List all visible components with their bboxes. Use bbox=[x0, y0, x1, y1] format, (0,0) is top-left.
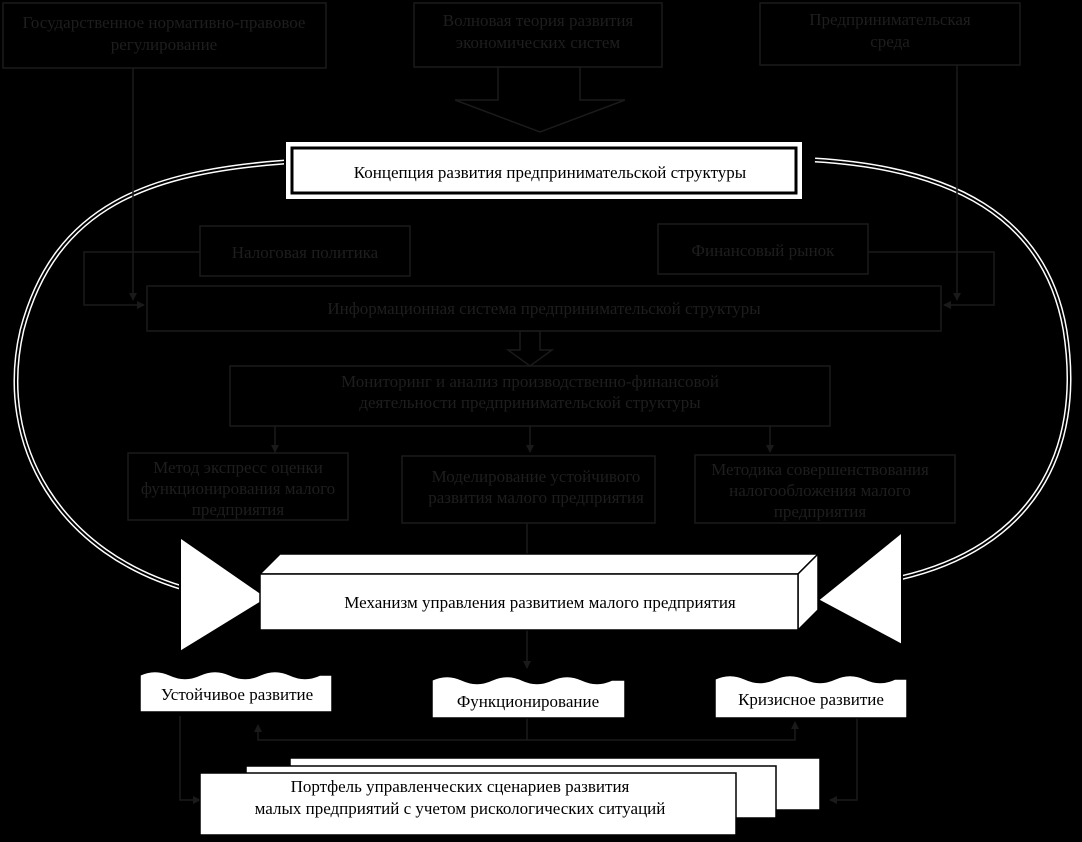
left-big-arrowhead bbox=[179, 535, 270, 654]
portfolio-label-2: малых предприятий с учетом рискологическ… bbox=[255, 799, 666, 818]
regulation-label-2: регулирование bbox=[111, 35, 217, 54]
wave-theory-label-2: экономических систем bbox=[456, 33, 621, 52]
dark-labels: Государственное нормативно-правовое регу… bbox=[23, 10, 971, 521]
right-feedback-loop-core bbox=[814, 159, 1070, 579]
environment-label-1: Предпринимательская bbox=[809, 10, 971, 29]
modeling-label-2: развития малого предприятия bbox=[428, 488, 644, 507]
tax-policy-box bbox=[199, 225, 411, 277]
financial-market-label: Финансовый рынок bbox=[692, 241, 836, 260]
regulation-label-1: Государственное нормативно-правовое bbox=[23, 13, 306, 32]
functioning-box bbox=[431, 675, 626, 719]
taxation-label-1: Методика совершенствования bbox=[711, 460, 929, 479]
mechanism-box-front bbox=[259, 573, 799, 631]
states-bus-line bbox=[254, 718, 528, 741]
mechanism-label: Механизм управления развитием малого пре… bbox=[344, 593, 736, 612]
mechanism-box-top bbox=[258, 553, 820, 575]
crisis-to-portfolio bbox=[829, 718, 858, 804]
states-bus-right bbox=[527, 721, 799, 741]
dark-structure bbox=[2, 2, 1021, 804]
info-system-down-arrow bbox=[505, 330, 555, 367]
environment-label-2: среда bbox=[870, 32, 910, 51]
financial-market-connector bbox=[868, 251, 995, 309]
state-boxes: Устойчивое развитие Функционирование Кри… bbox=[139, 670, 908, 719]
financial-market-box bbox=[657, 223, 869, 275]
sustainable-label: Устойчивое развитие bbox=[161, 685, 313, 704]
monitoring-label-1: Мониторинг и анализ производственно-фина… bbox=[341, 372, 719, 391]
sustainable-to-portfolio bbox=[179, 716, 201, 804]
concept-label: Концепция развития предпринимательской с… bbox=[354, 163, 747, 182]
tax-policy-connector bbox=[83, 251, 200, 309]
portfolio-front-box bbox=[199, 772, 737, 836]
express-label-2: функционирования малого bbox=[141, 479, 335, 498]
taxation-label-3: предприятия bbox=[774, 502, 867, 521]
feedback-loops bbox=[13, 157, 1072, 654]
taxation-method-box bbox=[694, 454, 956, 524]
wave-theory-label-1: Волновая теория развития bbox=[443, 11, 634, 30]
right-big-arrowhead bbox=[816, 529, 903, 647]
express-label-1: Метод экспресс оценки bbox=[153, 458, 323, 477]
express-method-box bbox=[127, 452, 349, 521]
modeling-box bbox=[401, 455, 656, 524]
taxation-label-2: налогообложения малого bbox=[729, 481, 911, 500]
info-system-box bbox=[146, 285, 942, 332]
functioning-label: Функционирование bbox=[457, 692, 599, 711]
info-system-label: Информационная система предпринимательск… bbox=[327, 299, 761, 318]
environment-box bbox=[759, 2, 1021, 66]
portfolio-label-1: Портфель управленческих сценариев развит… bbox=[291, 777, 630, 796]
portfolio-stack: Портфель управленческих сценариев развит… bbox=[199, 757, 821, 836]
express-label-3: предприятия bbox=[192, 500, 285, 519]
monitoring-label-2: деятельности предпринимательской структу… bbox=[359, 393, 701, 412]
regulation-box bbox=[2, 2, 327, 69]
crisis-box bbox=[714, 674, 908, 719]
sustainable-box bbox=[139, 670, 333, 713]
left-feedback-loop-core bbox=[14, 161, 286, 591]
tax-policy-label: Налоговая политика bbox=[232, 243, 379, 262]
crisis-label: Кризисное развитие bbox=[738, 690, 884, 709]
mechanism-box: Механизм управления развитием малого пре… bbox=[258, 552, 820, 632]
modeling-label-1: Моделирование устойчивого bbox=[432, 467, 641, 486]
wave-theory-down-arrow bbox=[454, 66, 626, 133]
concept-box: Концепция развития предпринимательской с… bbox=[284, 140, 804, 201]
